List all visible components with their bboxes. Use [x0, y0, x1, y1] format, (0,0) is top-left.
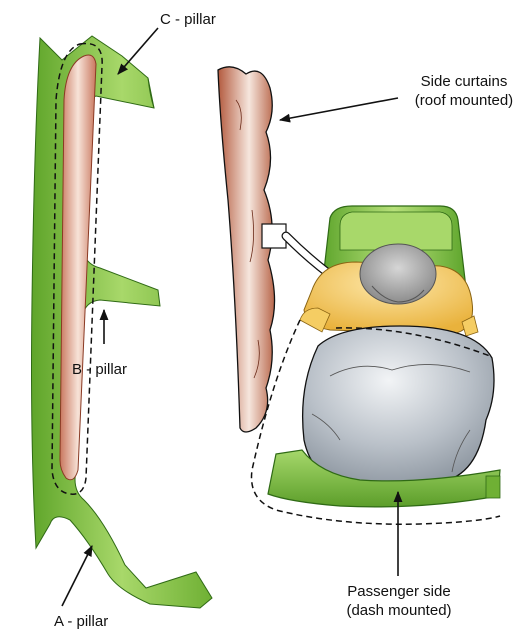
passenger-airbag	[303, 326, 494, 482]
c-pillar-label: C - pillar	[160, 10, 216, 29]
side-curtains-arrow	[280, 98, 398, 120]
side-curtains-label: Side curtains (roof mounted)	[396, 72, 532, 110]
a-pillar-arrow	[62, 546, 92, 606]
c-pillar-arrow	[118, 28, 158, 74]
b-pillar-label: B - pillar	[72, 360, 127, 379]
side-curtains-label-line1: Side curtains	[396, 72, 532, 91]
passenger-side-label-line2: (dash mounted)	[322, 601, 476, 620]
passenger-side-label: Passenger side (dash mounted)	[322, 582, 476, 620]
passenger-side-label-line1: Passenger side	[322, 582, 476, 601]
side-curtains-label-line2: (roof mounted)	[396, 91, 532, 110]
a-pillar-label: A - pillar	[54, 612, 108, 631]
side-curtain-airbag	[218, 67, 275, 432]
pillar-frame	[32, 36, 213, 608]
